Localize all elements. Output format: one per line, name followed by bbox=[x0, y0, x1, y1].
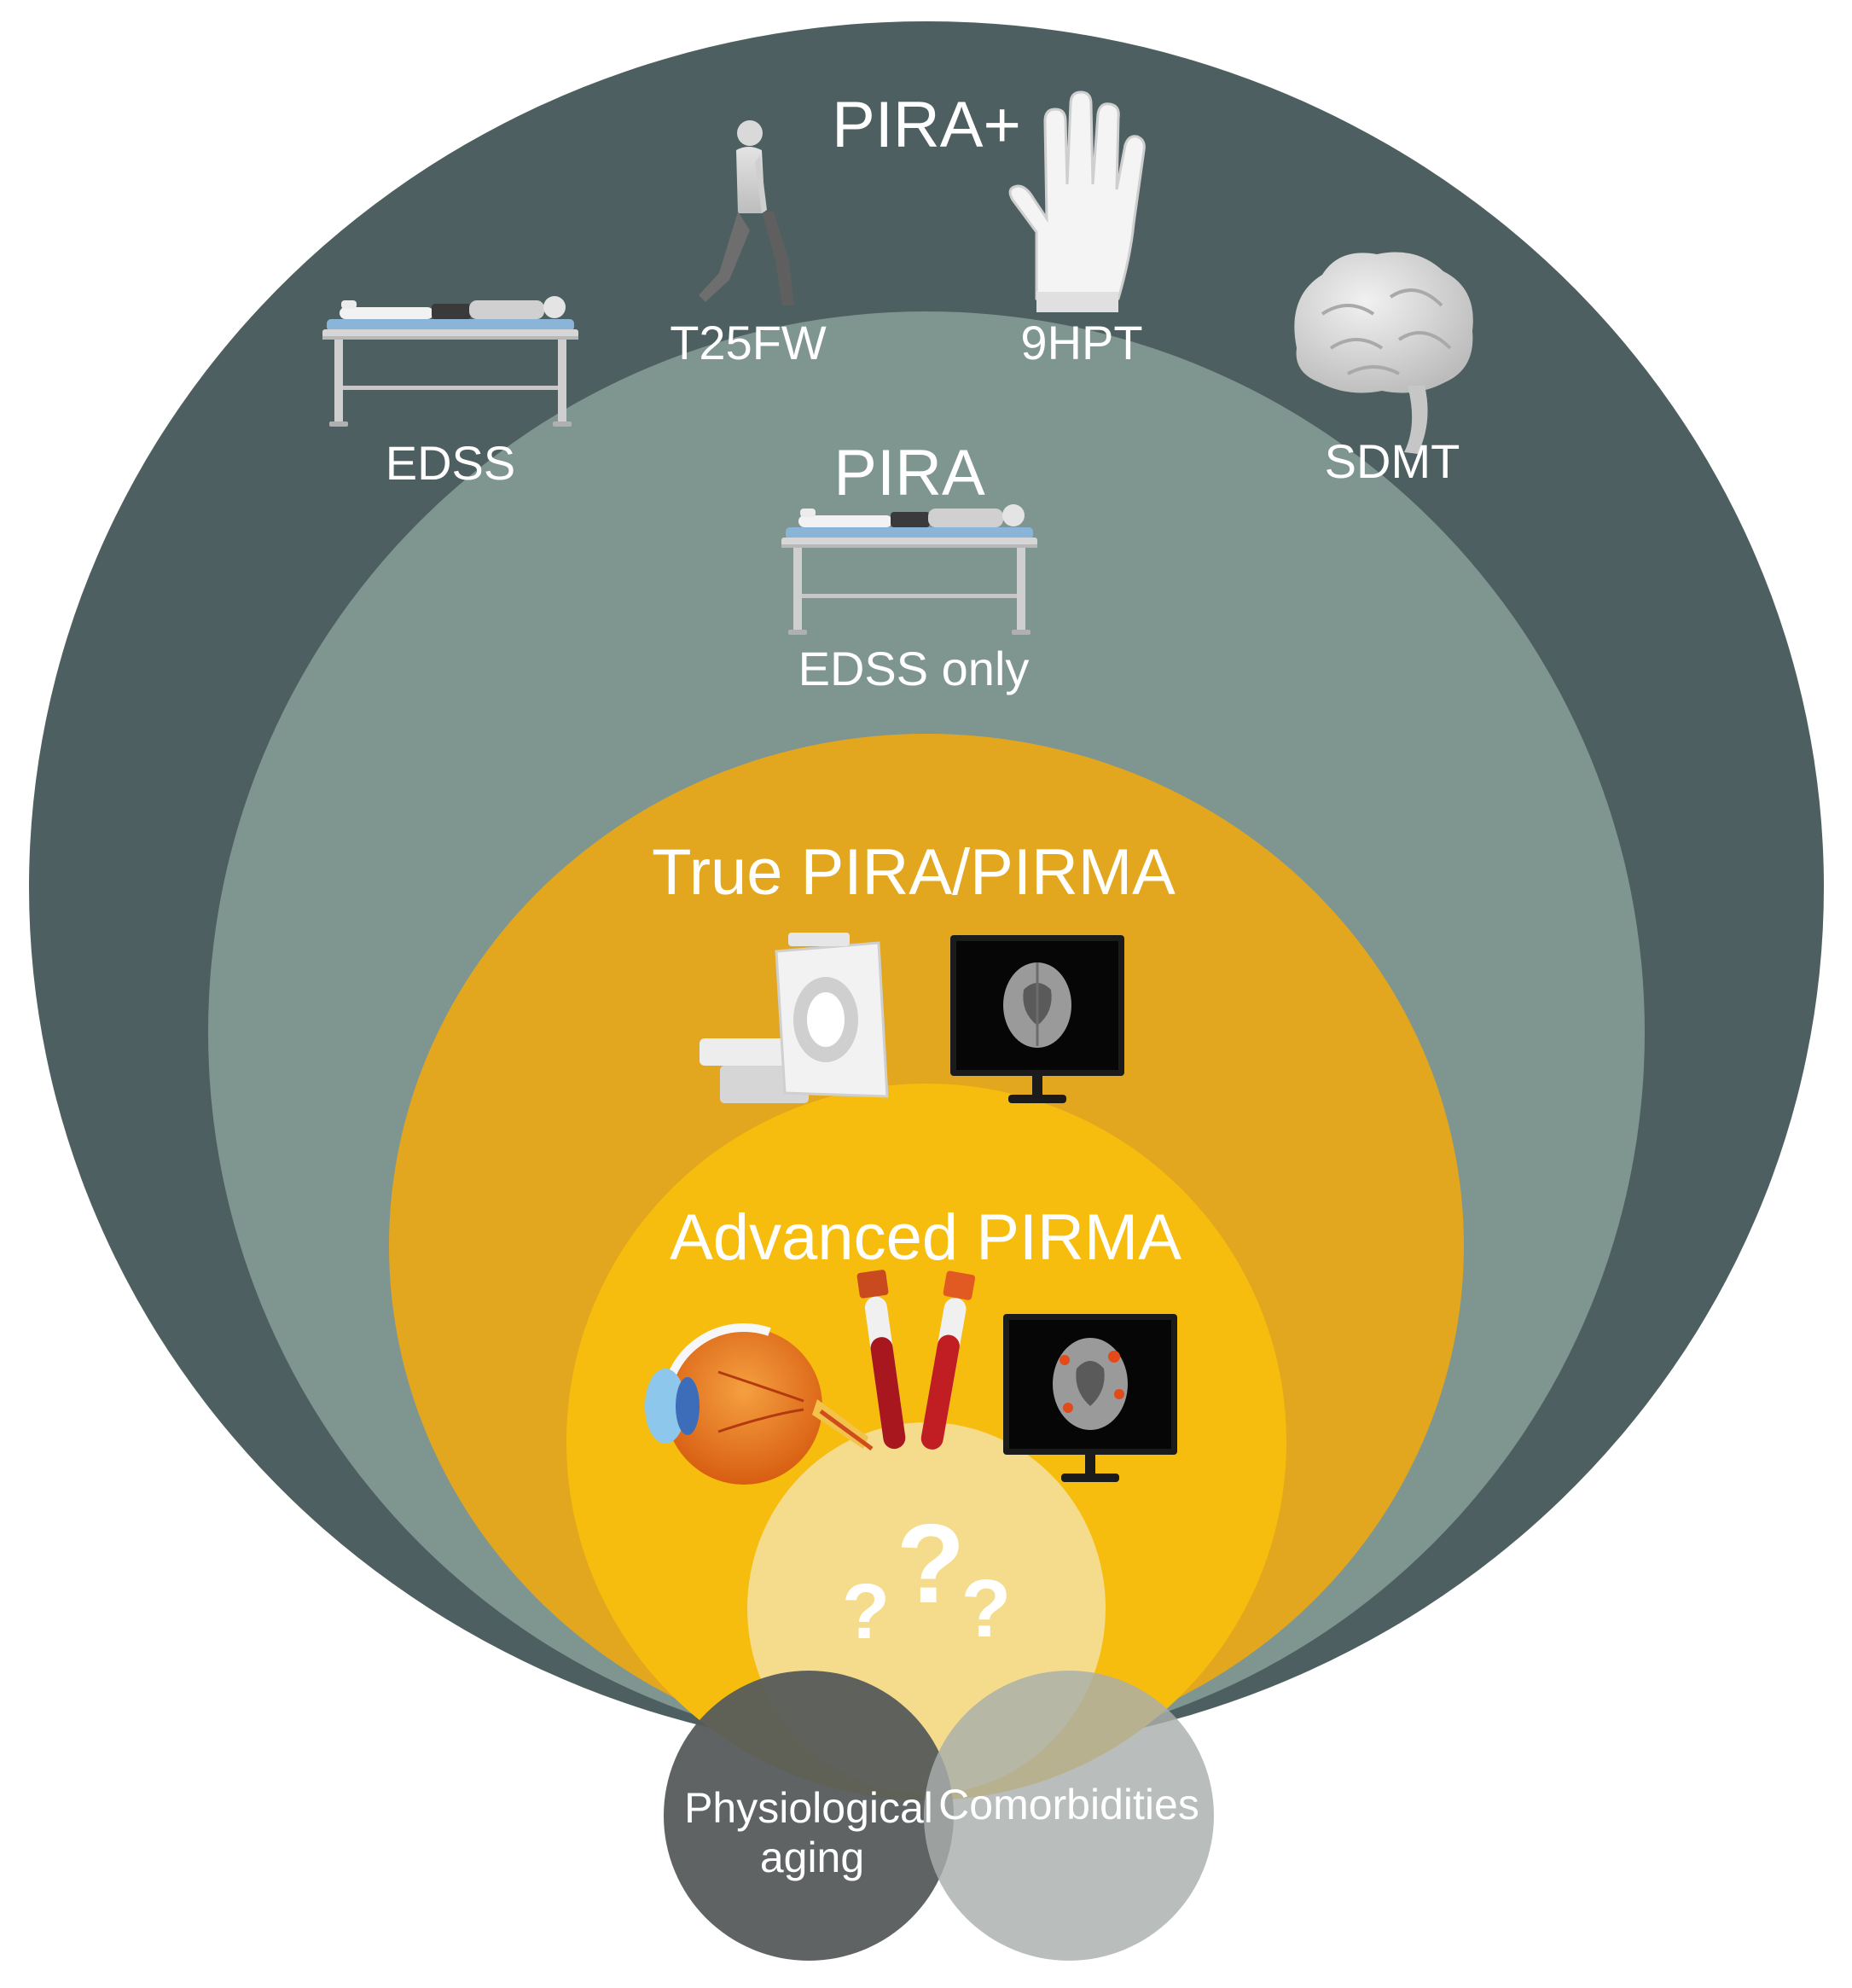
9hpt-label: 9HPT bbox=[1020, 316, 1142, 369]
comorbidities-circle bbox=[924, 1671, 1214, 1961]
physiological-aging-label-line1: Physiological bbox=[684, 1784, 933, 1832]
question-mark-right: ? bbox=[961, 1563, 1012, 1654]
monitor-lesion-scan-icon bbox=[1003, 1314, 1177, 1482]
blood-tubes-icon bbox=[856, 1270, 976, 1450]
edss-only-label: EDSS only bbox=[798, 642, 1030, 695]
physiological-aging-label-line2: aging bbox=[760, 1834, 864, 1881]
pira-title: PIRA bbox=[833, 437, 985, 509]
comorbidities-label: Comorbidities bbox=[938, 1781, 1199, 1828]
walking-person-icon bbox=[699, 120, 794, 305]
t25fw-label: T25FW bbox=[670, 316, 827, 369]
sdmt-label: SDMT bbox=[1325, 434, 1460, 488]
question-mark-center: ? bbox=[897, 1501, 966, 1626]
pira-plus-title: PIRA+ bbox=[832, 89, 1021, 161]
edss-label: EDSS bbox=[386, 436, 516, 490]
true-pira-title: True PIRA/PIRMA bbox=[652, 836, 1176, 909]
monitor-brain-scan-icon bbox=[950, 935, 1124, 1103]
physiological-aging-circle bbox=[664, 1671, 954, 1961]
question-mark-left: ? bbox=[842, 1568, 890, 1655]
brain-icon bbox=[1294, 252, 1473, 454]
hand-icon bbox=[1008, 90, 1146, 312]
advanced-pirma-title: Advanced PIRMA bbox=[670, 1201, 1181, 1274]
mri-scanner-icon bbox=[700, 933, 889, 1103]
eye-icon bbox=[645, 1322, 874, 1485]
